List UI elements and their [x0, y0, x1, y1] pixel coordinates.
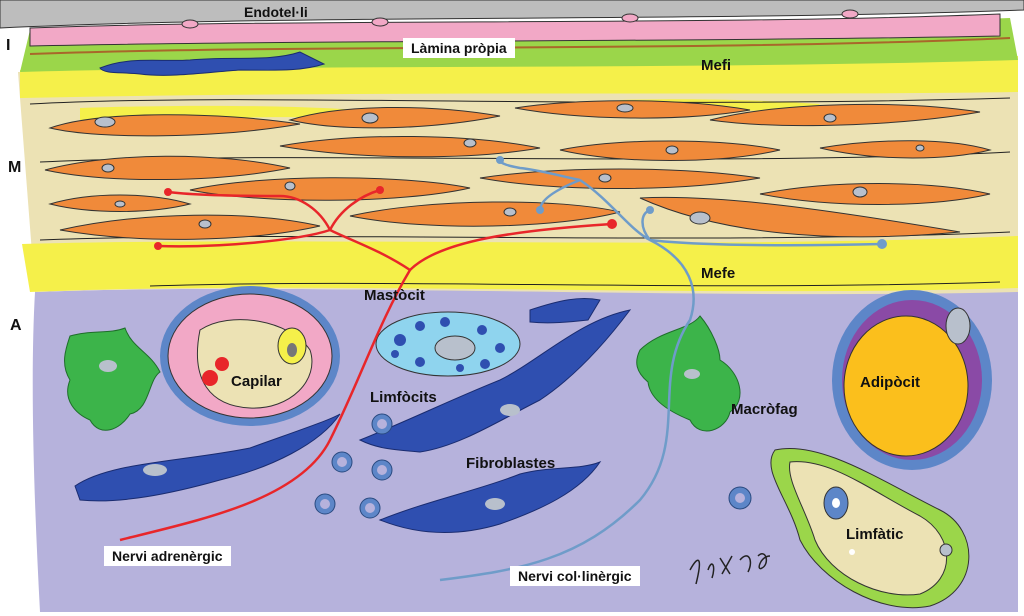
macrophage-right-nucleus	[684, 369, 700, 379]
lymphocyte-nuclei	[320, 419, 745, 513]
layer-adventitia: A	[10, 317, 22, 334]
fibroblasts	[74, 297, 632, 533]
label-adrenergic-nerve: Nervi adrenèrgic	[104, 546, 231, 566]
label-mefi: Mefi	[701, 57, 731, 74]
adrenergic-terminals	[154, 186, 617, 250]
adrenergic-nerve	[119, 188, 613, 542]
label-lamina-propria: Làmina pròpia	[403, 38, 515, 58]
mast-cell	[375, 311, 521, 377]
label-macrophage: Macròfag	[731, 401, 798, 418]
label-fibroblasts: Fibroblastes	[466, 455, 556, 472]
capillary	[160, 286, 340, 426]
lymphatic-vessel	[770, 448, 970, 609]
macrophage-left-nucleus	[99, 360, 117, 372]
label-mast-cell: Mastòcit	[364, 287, 425, 304]
muscle-nuclei	[94, 103, 925, 229]
adipocyte	[832, 290, 992, 470]
label-mefe: Mefe	[701, 265, 736, 282]
external-elastic-membrane	[22, 236, 1018, 292]
endothelial-nuclei	[181, 9, 859, 29]
layer-media: M	[8, 159, 22, 176]
label-lymphatic: Limfàtic	[846, 526, 904, 543]
fibroblast-nuclei	[143, 404, 520, 510]
smooth-muscle-cells	[44, 100, 992, 240]
label-adipocyte: Adipòcit	[860, 374, 920, 391]
intima-pink	[29, 13, 1001, 47]
label-endothelium: Endotel·li	[244, 4, 308, 20]
label-lymphocytes: Limfòcits	[370, 389, 437, 406]
cholinergic-terminals	[496, 156, 887, 249]
artist-signature	[689, 553, 771, 585]
intima-blue-cell	[99, 51, 326, 76]
macrophage-left	[64, 327, 161, 431]
label-capillary: Capilar	[231, 373, 282, 390]
layer-intima: I	[6, 37, 11, 54]
label-cholinergic-nerve: Nervi col·linèrgic	[510, 566, 640, 586]
endothelium	[0, 0, 1024, 29]
